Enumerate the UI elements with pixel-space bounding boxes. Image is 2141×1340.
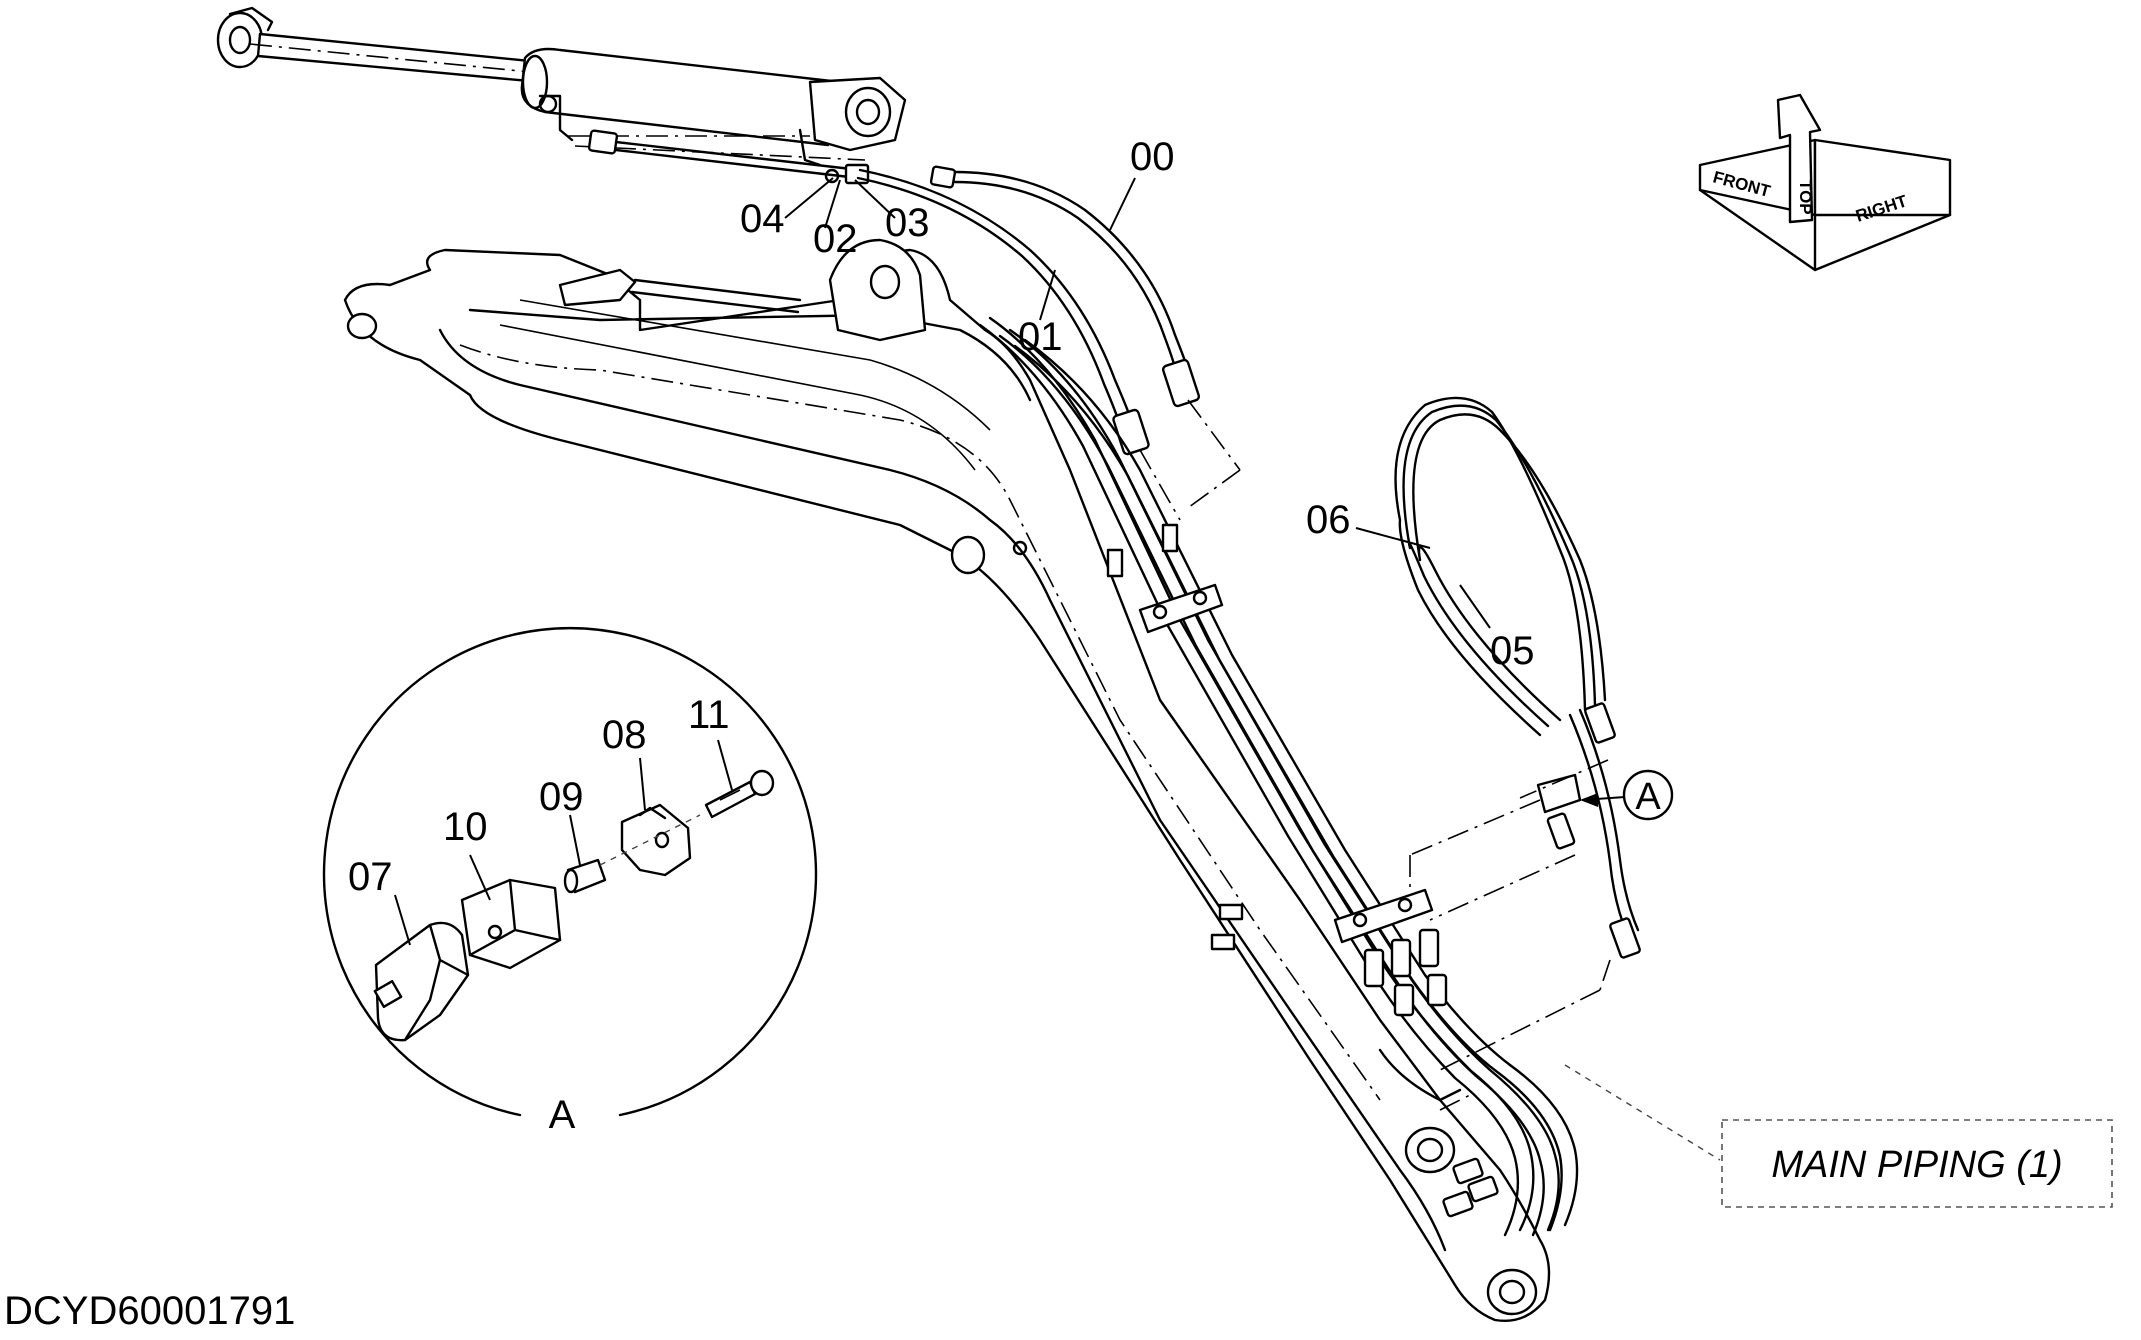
orientation-top-label: TOP (1796, 180, 1815, 215)
hydraulic-cylinder (216, 6, 907, 167)
reference-box-label: MAIN PIPING (1) (1771, 1144, 2062, 1186)
pipe-clamp (1333, 888, 1434, 944)
drawing-code: DCYD60001791 (4, 1289, 295, 1333)
callout-10: 10 (443, 805, 488, 849)
callout-04: 04 (740, 197, 785, 241)
callout-11: 11 (688, 693, 730, 737)
callout-09: 09 (539, 775, 584, 819)
leader-lines (394, 177, 1721, 1161)
pipe-clamp (1138, 583, 1224, 634)
callout-02: 02 (813, 217, 858, 261)
callout-03: 03 (885, 201, 930, 245)
callout-05: 05 (1490, 629, 1535, 673)
detail-view-label: A (549, 1093, 576, 1137)
detail-marker-label: A (1635, 776, 1661, 818)
hose-loop (1394, 396, 1641, 1071)
orientation-icon (1698, 93, 1952, 272)
boom-structure (343, 238, 1551, 1322)
callout-00: 00 (1130, 135, 1175, 179)
callout-07: 07 (348, 855, 393, 899)
boom-piping (978, 316, 1579, 1237)
callout-labels: 00 01 02 03 04 05 06 07 08 09 10 11 (348, 135, 1535, 899)
callout-01: 01 (1018, 315, 1063, 359)
reference-box: MAIN PIPING (1) (1721, 1119, 2113, 1208)
detail-marker: A (1622, 769, 1674, 821)
hose-and-pipe (587, 129, 1241, 521)
detail-a-view (322, 627, 818, 1117)
callout-06: 06 (1306, 498, 1351, 542)
callout-08: 08 (602, 713, 647, 757)
